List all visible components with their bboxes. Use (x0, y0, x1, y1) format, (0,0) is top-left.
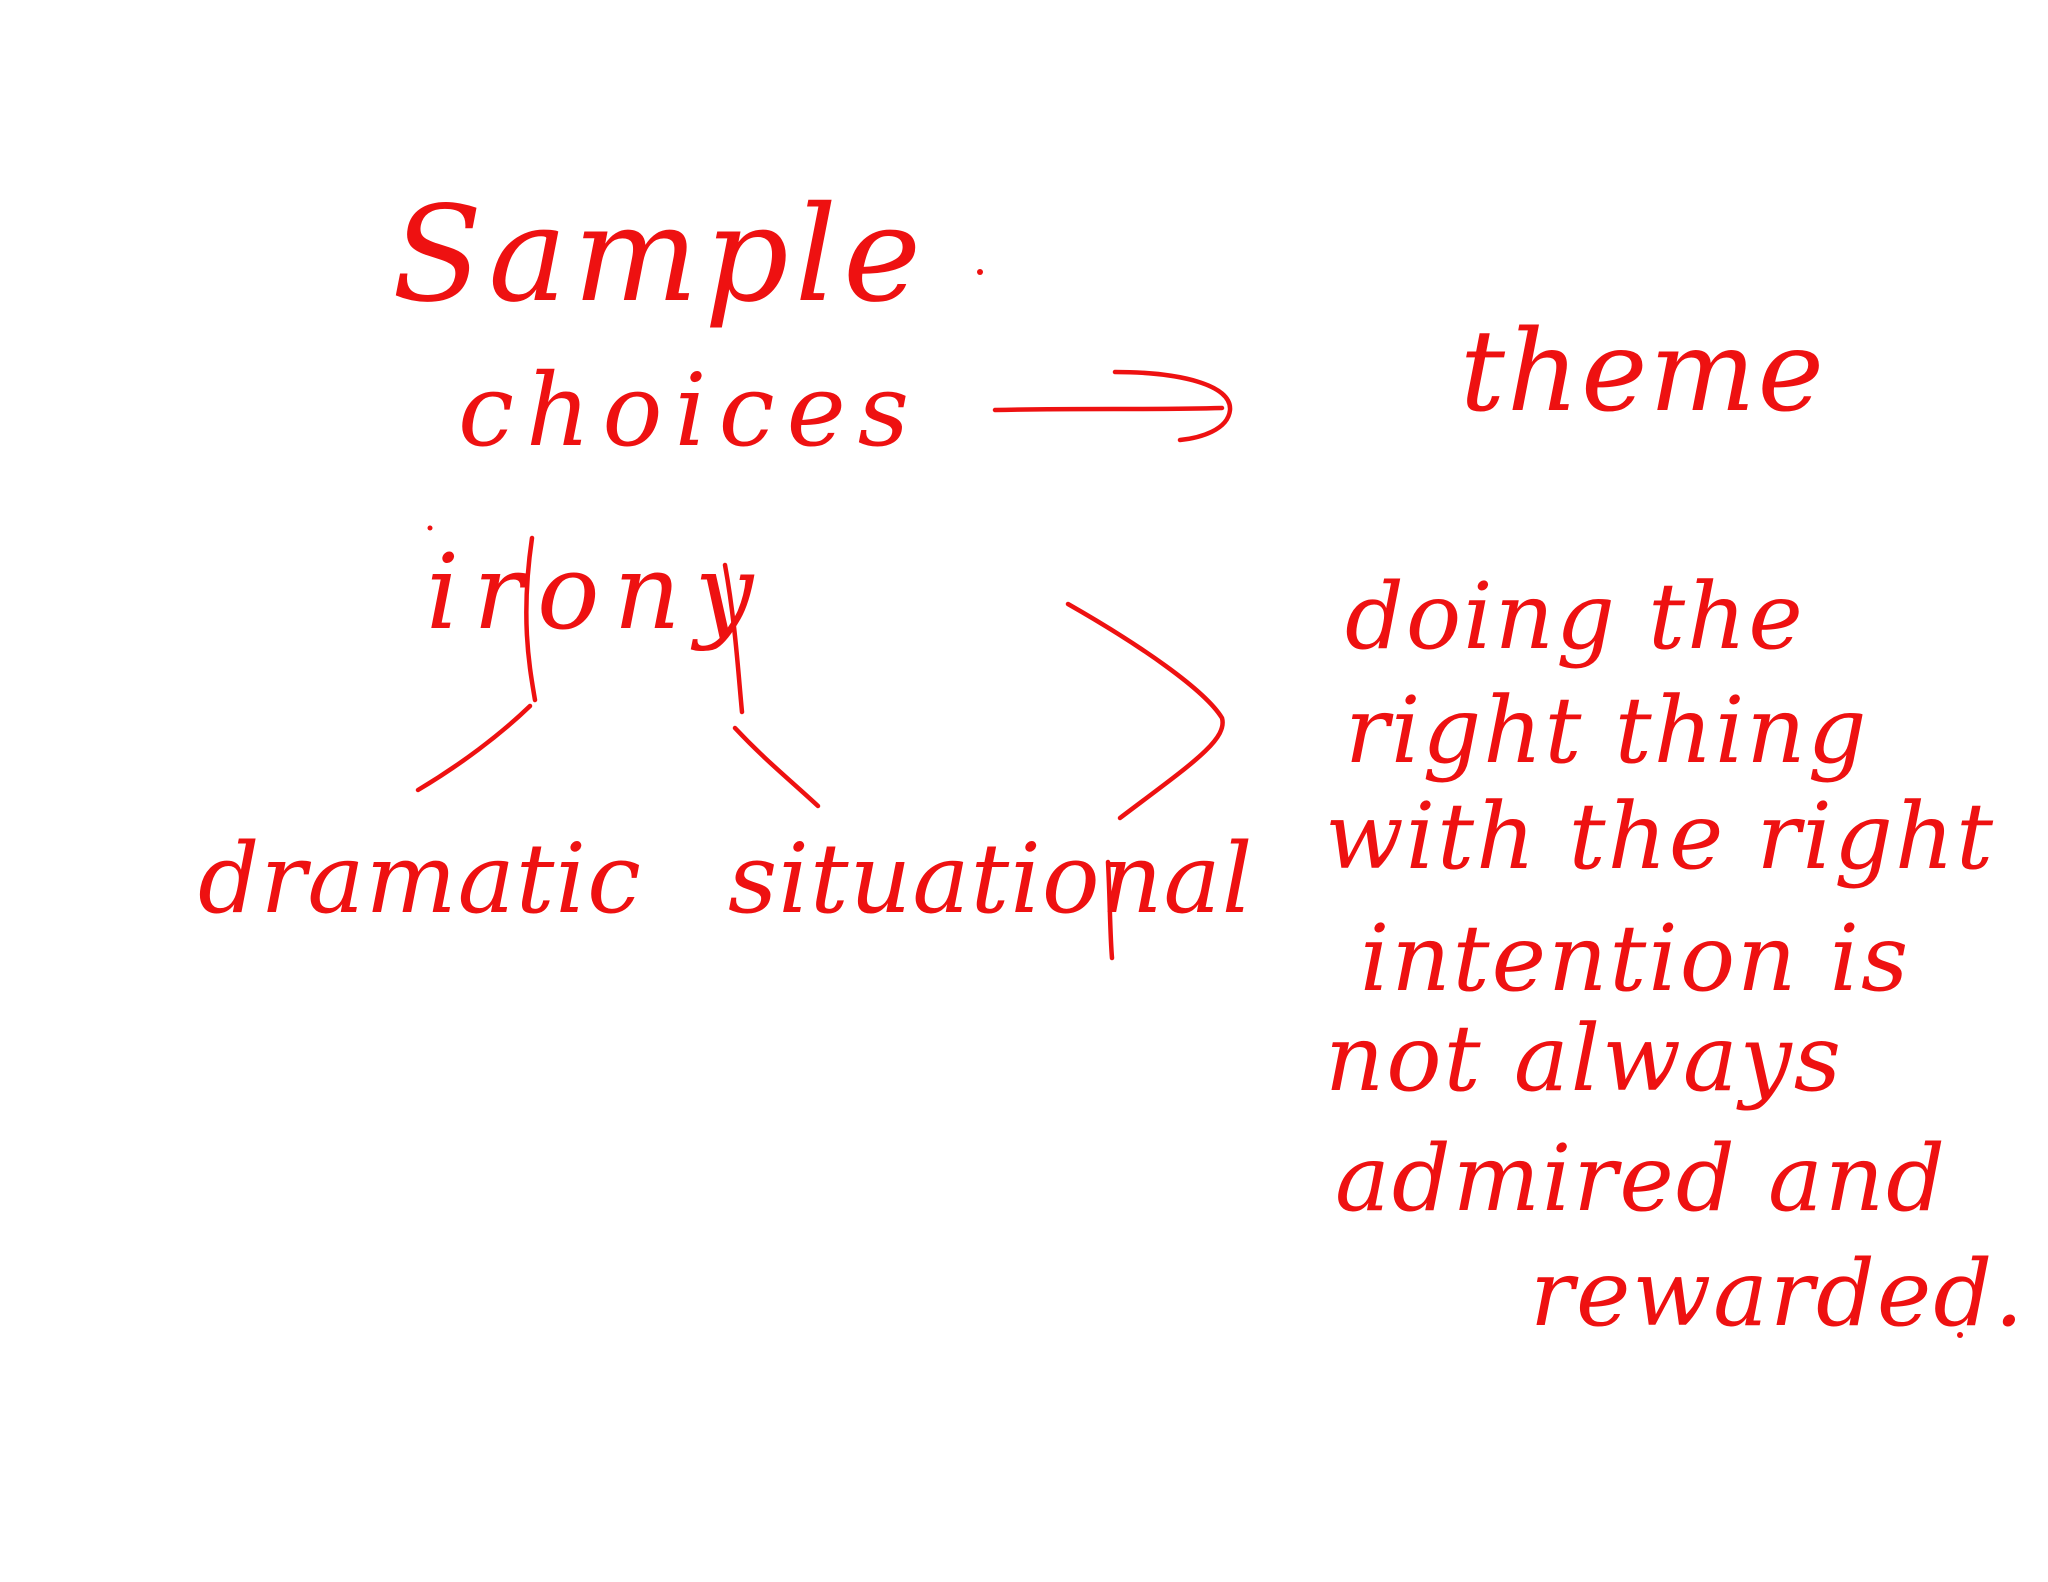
arrow-head (1112, 369, 1233, 443)
theme-line: not always (1325, 1005, 1843, 1112)
title-sample: Sample (392, 178, 927, 332)
chevron-to-theme (1065, 601, 1225, 821)
theme-line: intention is (1360, 905, 1910, 1012)
stray-dot (977, 269, 983, 275)
final-period (1957, 1332, 1963, 1338)
branch-situational: situational (728, 823, 1253, 935)
branch-line-situational (732, 725, 821, 809)
label-choices: choices (458, 352, 921, 469)
theme-line: rewarded. (1530, 1240, 2025, 1347)
theme-line: with the right (1325, 783, 1995, 890)
end-stroke (1105, 859, 1115, 961)
irony-stem-left (524, 535, 538, 703)
theme-line: admired and (1335, 1125, 1947, 1232)
branch-dramatic: dramatic (198, 823, 642, 935)
arrow-shaft (992, 405, 1225, 413)
irony-stem-right (722, 562, 745, 715)
theme-line: doing the (1345, 563, 1805, 670)
theme-line: right thing (1345, 677, 1869, 784)
branch-line-dramatic (415, 703, 533, 793)
stray-dot (427, 525, 433, 531)
label-theme: theme (1460, 307, 1826, 437)
label-irony: irony (426, 531, 767, 653)
